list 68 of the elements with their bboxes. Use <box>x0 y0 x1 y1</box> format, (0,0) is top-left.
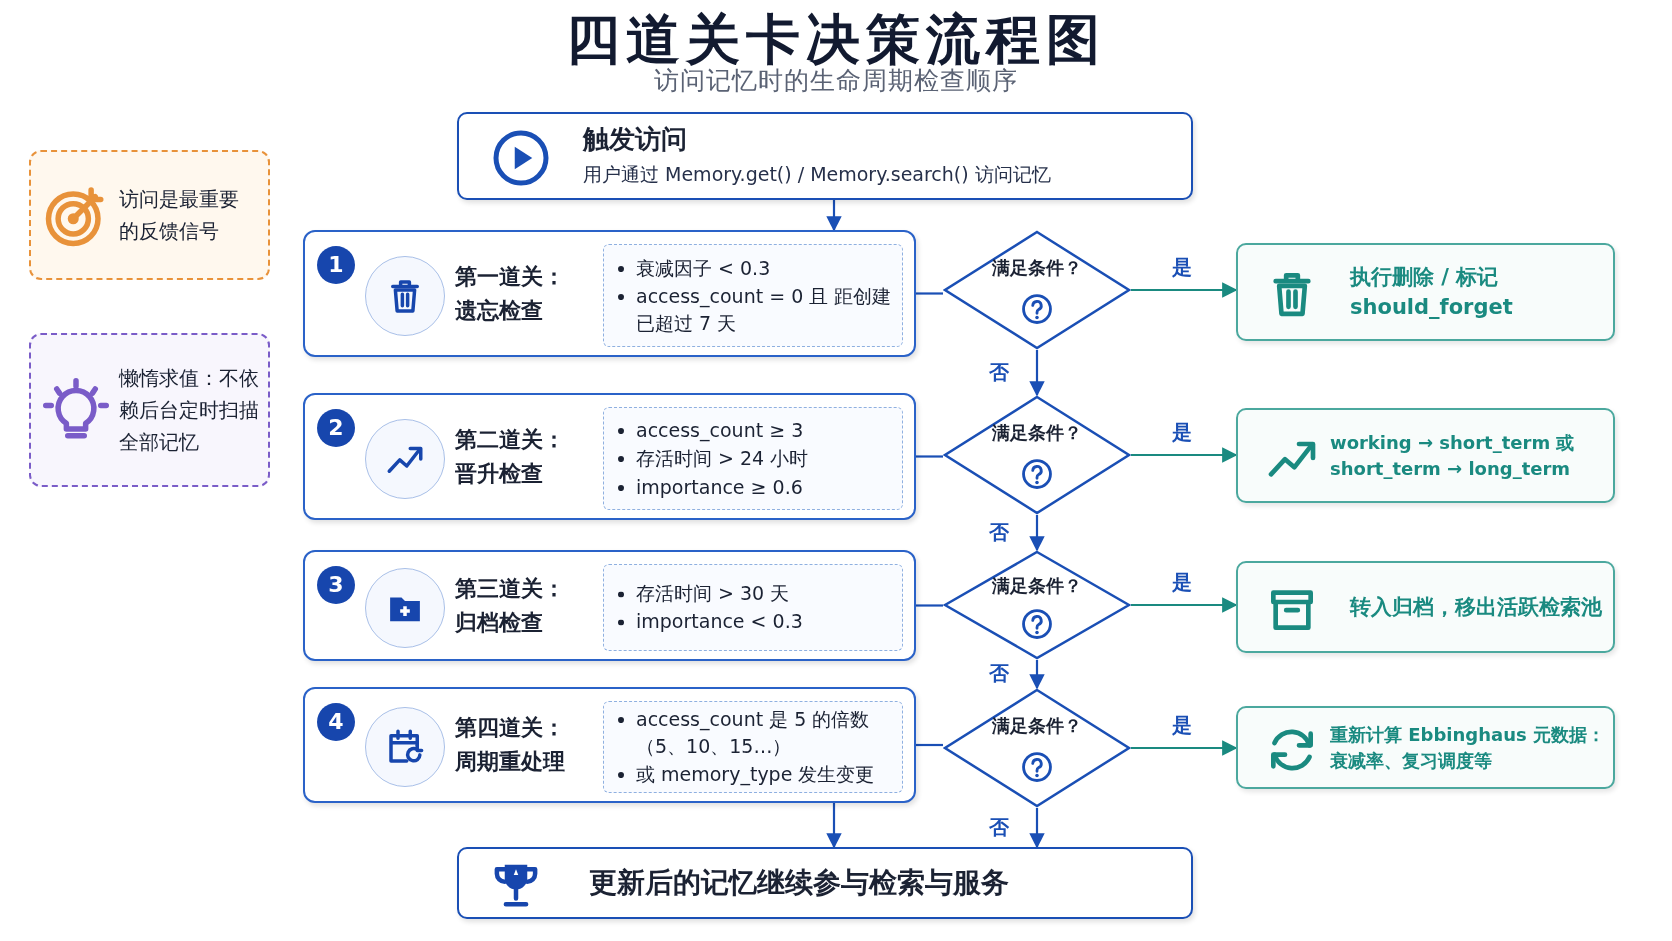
arrow <box>1029 350 1045 397</box>
edge-label: 是 <box>1169 712 1194 738</box>
condition-list <box>603 407 903 510</box>
arrow <box>1131 282 1238 298</box>
result-box <box>1236 561 1615 653</box>
gate-box <box>303 687 916 803</box>
arrow <box>826 803 842 849</box>
condition-item: 衰减因子 < 0.3 <box>636 256 771 279</box>
condition-list <box>603 701 903 793</box>
gate-title: 第二道关：晋升检查 <box>455 425 566 488</box>
connector-line <box>916 743 943 747</box>
result-text: working → short_term 或 short_term → long_term <box>1330 430 1576 481</box>
result-text: 执行删除 / 标记 should_forget <box>1350 263 1514 321</box>
result-text: 重新计算 Ebbinghaus 元数据：衰减率、复习调度等 <box>1330 722 1606 773</box>
result-box <box>1236 706 1615 789</box>
condition-list <box>603 564 903 651</box>
number-badge: 4 <box>317 703 355 741</box>
start-box <box>457 112 1193 200</box>
arrow <box>1029 515 1045 552</box>
number-badge: 2 <box>317 409 355 447</box>
edge-label: 是 <box>1169 254 1194 280</box>
end-text: 更新后的记忆继续参与检索与服务 <box>589 865 1009 901</box>
condition-list <box>603 244 903 347</box>
note-text: 访问是最重要的反馈信号 <box>119 186 240 245</box>
connector-line <box>916 455 943 458</box>
condition-item: 或 memory_type 发生变更 <box>636 763 875 786</box>
decision-diamond <box>943 230 1131 350</box>
condition-item: 存活时间 > 24 小时 <box>636 447 809 470</box>
result-box <box>1236 243 1615 341</box>
decision-diamond <box>943 550 1131 660</box>
decision-text: 满足条件？ <box>991 574 1083 599</box>
gate-title: 第一道关：遗忘检查 <box>455 262 566 325</box>
arrow <box>1029 660 1045 690</box>
note-card <box>29 150 270 280</box>
gate-box <box>303 230 916 357</box>
condition-item: access_count = 0 且 距创建已超过 7 天 <box>636 285 892 334</box>
decision-text: 满足条件？ <box>991 256 1083 281</box>
connector-line <box>916 604 943 607</box>
arrow <box>1131 597 1238 613</box>
condition-item: access_count 是 5 的倍数（5、10、15…） <box>636 708 870 757</box>
connector-line <box>916 292 943 295</box>
edge-label: 是 <box>1169 569 1194 595</box>
arrow <box>826 200 842 232</box>
condition-item: 存活时间 > 30 天 <box>636 581 790 604</box>
condition-item: importance ≥ 0.6 <box>636 475 803 498</box>
end-box <box>457 847 1193 919</box>
gate-title: 第三道关：归档检查 <box>455 574 566 637</box>
number-badge: 3 <box>317 566 355 604</box>
start-title: 触发访问 <box>583 123 687 156</box>
arrow <box>1131 447 1238 463</box>
decision-diamond <box>943 395 1131 515</box>
note-card <box>29 333 270 487</box>
result-box <box>1236 408 1615 503</box>
decision-diamond <box>943 688 1131 808</box>
edge-label: 是 <box>1169 419 1194 445</box>
decision-text: 满足条件？ <box>991 714 1083 739</box>
result-text: 转入归档，移出活跃检索池 <box>1350 593 1603 621</box>
arrow <box>1131 740 1238 756</box>
gate-title: 第四道关：周期重处理 <box>455 713 566 776</box>
gate-box <box>303 393 916 520</box>
start-description: 用户通过 Memory.get() / Memory.search() 访问记忆 <box>583 162 1051 187</box>
note-text: 懒惰求值：不依赖后台定时扫描全部记忆 <box>119 365 260 456</box>
condition-item: access_count ≥ 3 <box>636 418 804 441</box>
decision-text: 满足条件？ <box>991 421 1083 446</box>
condition-item: importance < 0.3 <box>636 610 803 633</box>
number-badge: 1 <box>317 246 355 284</box>
gate-box <box>303 550 916 661</box>
arrow <box>1029 808 1045 849</box>
